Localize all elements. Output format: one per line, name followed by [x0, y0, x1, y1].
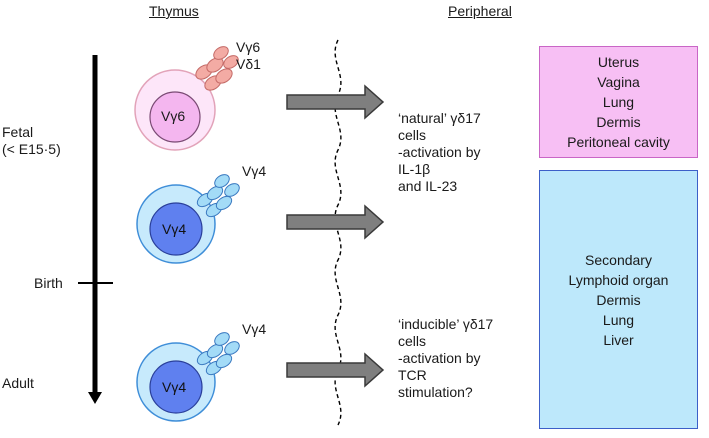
tissue-box-natural: Uterus Vagina Lung Dermis Peritoneal cav…	[539, 46, 698, 158]
thymus-periphery-boundary	[334, 39, 342, 426]
tissue-item: Liver	[603, 331, 634, 348]
arrow-3	[286, 352, 385, 388]
arrow-2	[286, 204, 385, 240]
peripheral-header: Peripheral	[448, 3, 512, 19]
receptor-vg6-line1: Vγ6	[236, 39, 261, 55]
thymus-header: Thymus	[149, 3, 199, 19]
tissue-item: Lung	[602, 94, 635, 110]
inducible-line: TCR	[398, 367, 427, 383]
inducible-line: stimulation?	[398, 384, 473, 400]
natural-line: cells	[398, 127, 427, 143]
inducible-gd17-description: ‘inducible’ γδ17 cells -activation by TC…	[398, 316, 493, 401]
tissue-item: Lung	[602, 311, 635, 328]
receptor-vg4-fetal-icon	[196, 174, 240, 218]
fetal-line1: Fetal	[2, 124, 34, 140]
tissue-item: Dermis	[596, 291, 641, 308]
fetal-line2: (< E15·5)	[2, 141, 61, 157]
cell-vg6	[134, 46, 239, 151]
inducible-line: cells	[398, 333, 427, 349]
tissue-item: Lymphoid organ	[568, 271, 669, 288]
natural-line: and IL-23	[398, 178, 458, 194]
tissue-item: Vagina	[597, 74, 640, 90]
natural-line: -activation by	[398, 144, 481, 160]
receptor-vg4-adult-label: Vγ4	[242, 321, 267, 337]
natural-gd17-description: ‘natural’ γδ17 cells -activation by IL-1…	[398, 110, 481, 195]
receptor-vg4-adult-icon	[196, 332, 240, 376]
tissue-item: Dermis	[596, 114, 641, 130]
natural-line: IL-1β	[398, 161, 431, 177]
fetal-label: Fetal (< E15·5)	[2, 124, 61, 158]
arrow-1	[286, 84, 385, 120]
inducible-line: -activation by	[398, 350, 481, 366]
receptor-vg6-label: Vγ6 Vδ1	[236, 39, 261, 73]
tissue-box-shared: Secondary Lymphoid organ Dermis Lung Liv…	[539, 170, 698, 429]
natural-line: ‘natural’ γδ17	[398, 110, 481, 126]
receptor-vg6-icon	[195, 46, 239, 91]
receptor-vg4-fetal-label: Vγ4	[242, 163, 267, 179]
timeline-arrowhead	[88, 392, 102, 404]
tissue-item: Secondary	[585, 251, 652, 268]
receptor-vg6-line2: Vδ1	[236, 56, 261, 72]
cell-vg4-adult-label: Vγ4	[162, 379, 187, 395]
tissue-item: Peritoneal cavity	[567, 134, 670, 150]
birth-label: Birth	[34, 275, 63, 291]
tissue-item: Uterus	[597, 54, 640, 70]
inducible-line: ‘inducible’ γδ17	[398, 316, 494, 332]
cell-vg6-label: Vγ6	[161, 108, 186, 124]
adult-label: Adult	[2, 375, 34, 391]
cell-vg4-fetal	[136, 174, 240, 264]
cell-vg4-adult	[136, 332, 240, 422]
cell-vg4-fetal-label: Vγ4	[162, 221, 187, 237]
